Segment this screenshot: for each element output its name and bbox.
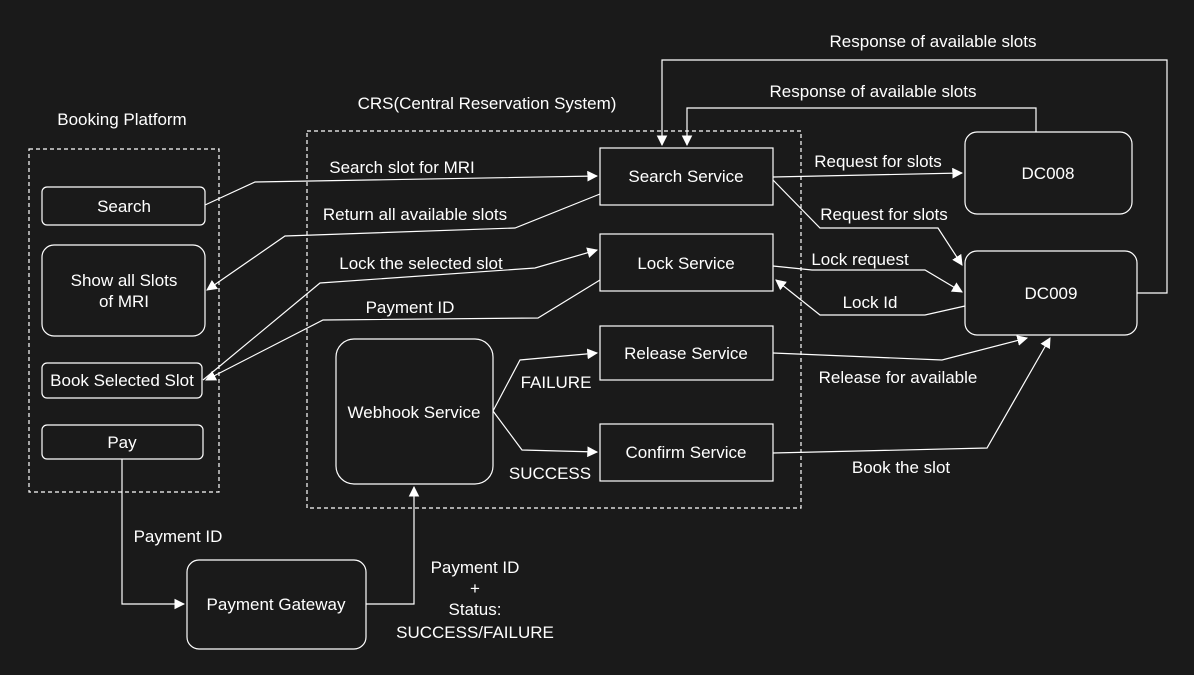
show-slots-label-2: of MRI [99, 292, 149, 311]
edge-response-top [656, 59, 1168, 294]
booking-platform-title: Booking Platform [57, 110, 186, 129]
edge-response-mid [681, 107, 1037, 147]
edge-label-lock-id: Lock Id [843, 293, 898, 312]
lock-service-node[interactable] [599, 233, 774, 292]
pay-label: Pay [107, 433, 137, 452]
crs-title: CRS(Central Reservation System) [358, 94, 617, 113]
edge-label-gw-1: Payment ID [431, 558, 520, 577]
edge-label-book-slot: Book the slot [852, 458, 951, 477]
confirm-service-label: Confirm Service [626, 443, 747, 462]
edge-request-dc008 [772, 167, 964, 179]
edge-lock-request [772, 265, 963, 293]
edge-gateway-to-webhook [366, 485, 420, 605]
edge-return-slots [206, 193, 601, 291]
dc008-label: DC008 [1022, 164, 1075, 183]
booking-platform-group [28, 148, 220, 493]
dc009-label: DC009 [1025, 284, 1078, 303]
edge-label-success: SUCCESS [509, 464, 591, 483]
edge-label-payment-id-pay: Payment ID [134, 527, 223, 546]
release-service-label: Release Service [624, 344, 748, 363]
edge-label-search-slot: Search slot for MRI [329, 158, 475, 177]
edge-webhook-success [492, 410, 599, 458]
edge-search-to-search-service [204, 170, 599, 206]
edge-label-payment-id: Payment ID [366, 298, 455, 317]
webhook-service-label: Webhook Service [348, 403, 481, 422]
edge-label-gw-4: SUCCESS/FAILURE [396, 623, 554, 642]
edge-payment-id-to-book [205, 279, 601, 381]
search-node-label: Search [97, 197, 151, 216]
edge-label-lock-selected: Lock the selected slot [339, 254, 503, 273]
payment-gateway-label: Payment Gateway [207, 595, 346, 614]
edge-label-failure: FAILURE [521, 373, 592, 392]
edge-book-to-lock-service [202, 247, 599, 381]
edge-request-dc009 [772, 179, 963, 266]
book-selected-node[interactable] [41, 362, 203, 399]
edge-label-gw-3: Status: [449, 600, 502, 619]
edge-release-to-dc009 [772, 335, 1029, 361]
crs-group [306, 130, 802, 509]
edge-label-request-dc009: Request for slots [820, 205, 948, 224]
edge-webhook-failure [492, 348, 599, 412]
edge-label-release: Release for available [819, 368, 978, 387]
lock-service-label: Lock Service [637, 254, 734, 273]
book-selected-label: Book Selected Slot [50, 371, 194, 390]
edge-label-request-dc008: Request for slots [814, 152, 942, 171]
search-service-label: Search Service [628, 167, 743, 186]
edge-label-response-mid: Response of available slots [770, 82, 977, 101]
show-slots-node[interactable] [41, 244, 206, 337]
edge-confirm-to-dc009 [772, 337, 1051, 454]
edge-label-return-slots: Return all available slots [323, 205, 507, 224]
edge-pay-to-gateway [121, 459, 186, 610]
edge-label-response-top: Response of available slots [830, 32, 1037, 51]
search-node[interactable] [41, 186, 206, 226]
edge-lock-id [775, 279, 966, 316]
edge-label-lock-request: Lock request [811, 250, 909, 269]
show-slots-label-1: Show all Slots [71, 271, 178, 290]
edge-label-gw-2: + [470, 579, 480, 598]
dc008-node[interactable] [964, 131, 1133, 215]
